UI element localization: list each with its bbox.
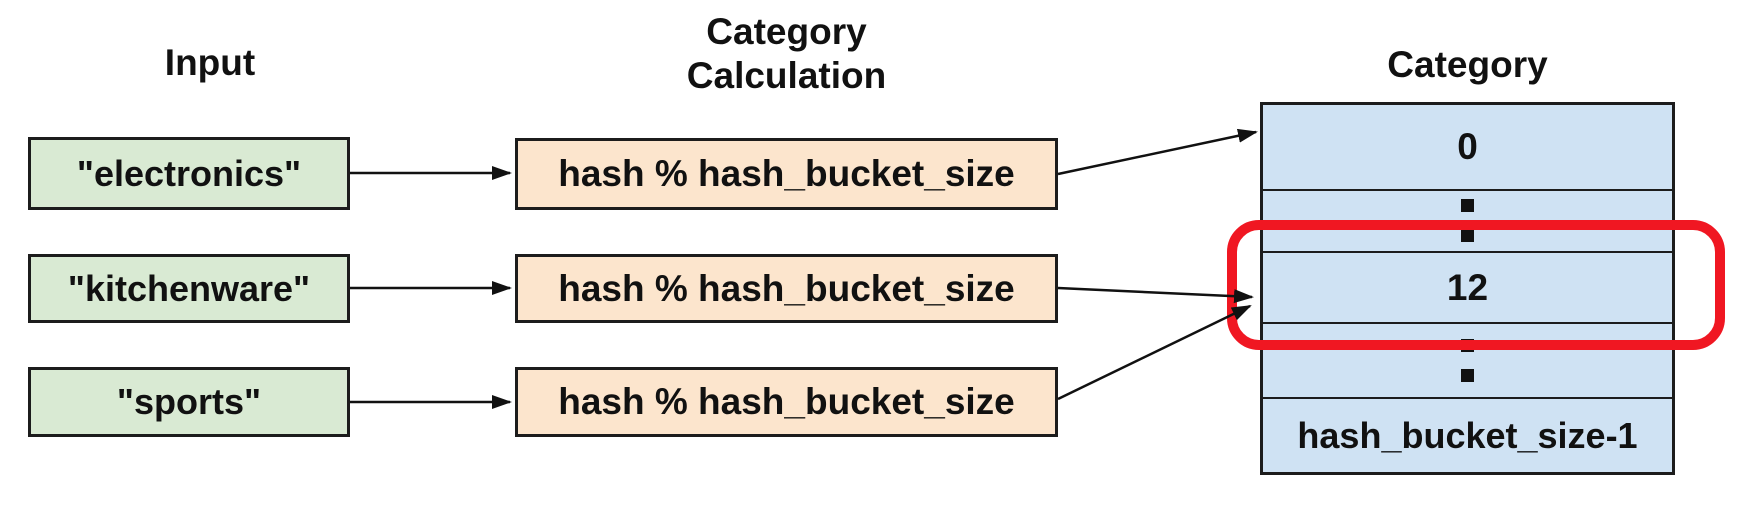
bucket-cell-12: 12	[1263, 250, 1672, 323]
calculation-header-line2: Calculation	[686, 55, 887, 96]
calc-box-2: hash % hash_bucket_size	[515, 254, 1058, 323]
input-box-electronics: "electronics"	[28, 137, 350, 210]
calc-box-1: hash % hash_bucket_size	[515, 138, 1058, 210]
calc-box-3: hash % hash_bucket_size	[515, 367, 1058, 437]
arrow-calc2-to-bucket12	[1057, 286, 1254, 304]
ellipsis-icon	[1263, 188, 1672, 251]
input-box-kitchenware: "kitchenware"	[28, 254, 350, 323]
input-column-header: Input	[164, 42, 256, 83]
ellipsis-dot	[1461, 369, 1474, 383]
bucket-cell-last: hash_bucket_size-1	[1263, 397, 1672, 472]
calculation-header-line1: Category	[706, 11, 867, 52]
highlight-ring	[1227, 220, 1725, 350]
arrow-calc3-to-bucket12	[1057, 304, 1252, 401]
calculation-column-header: Category Calculation	[515, 10, 1058, 98]
arrow-calc1-to-bucket0	[1057, 128, 1258, 176]
bucket-cell-0: 0	[1457, 125, 1478, 167]
ellipsis-dot	[1461, 199, 1474, 213]
ellipsis-dot	[1461, 229, 1474, 243]
input-box-sports: "sports"	[28, 367, 350, 437]
category-column-header: Category	[1387, 44, 1548, 85]
category-bucket-table: 0 12 hash_bucket_size-1	[1260, 102, 1675, 475]
